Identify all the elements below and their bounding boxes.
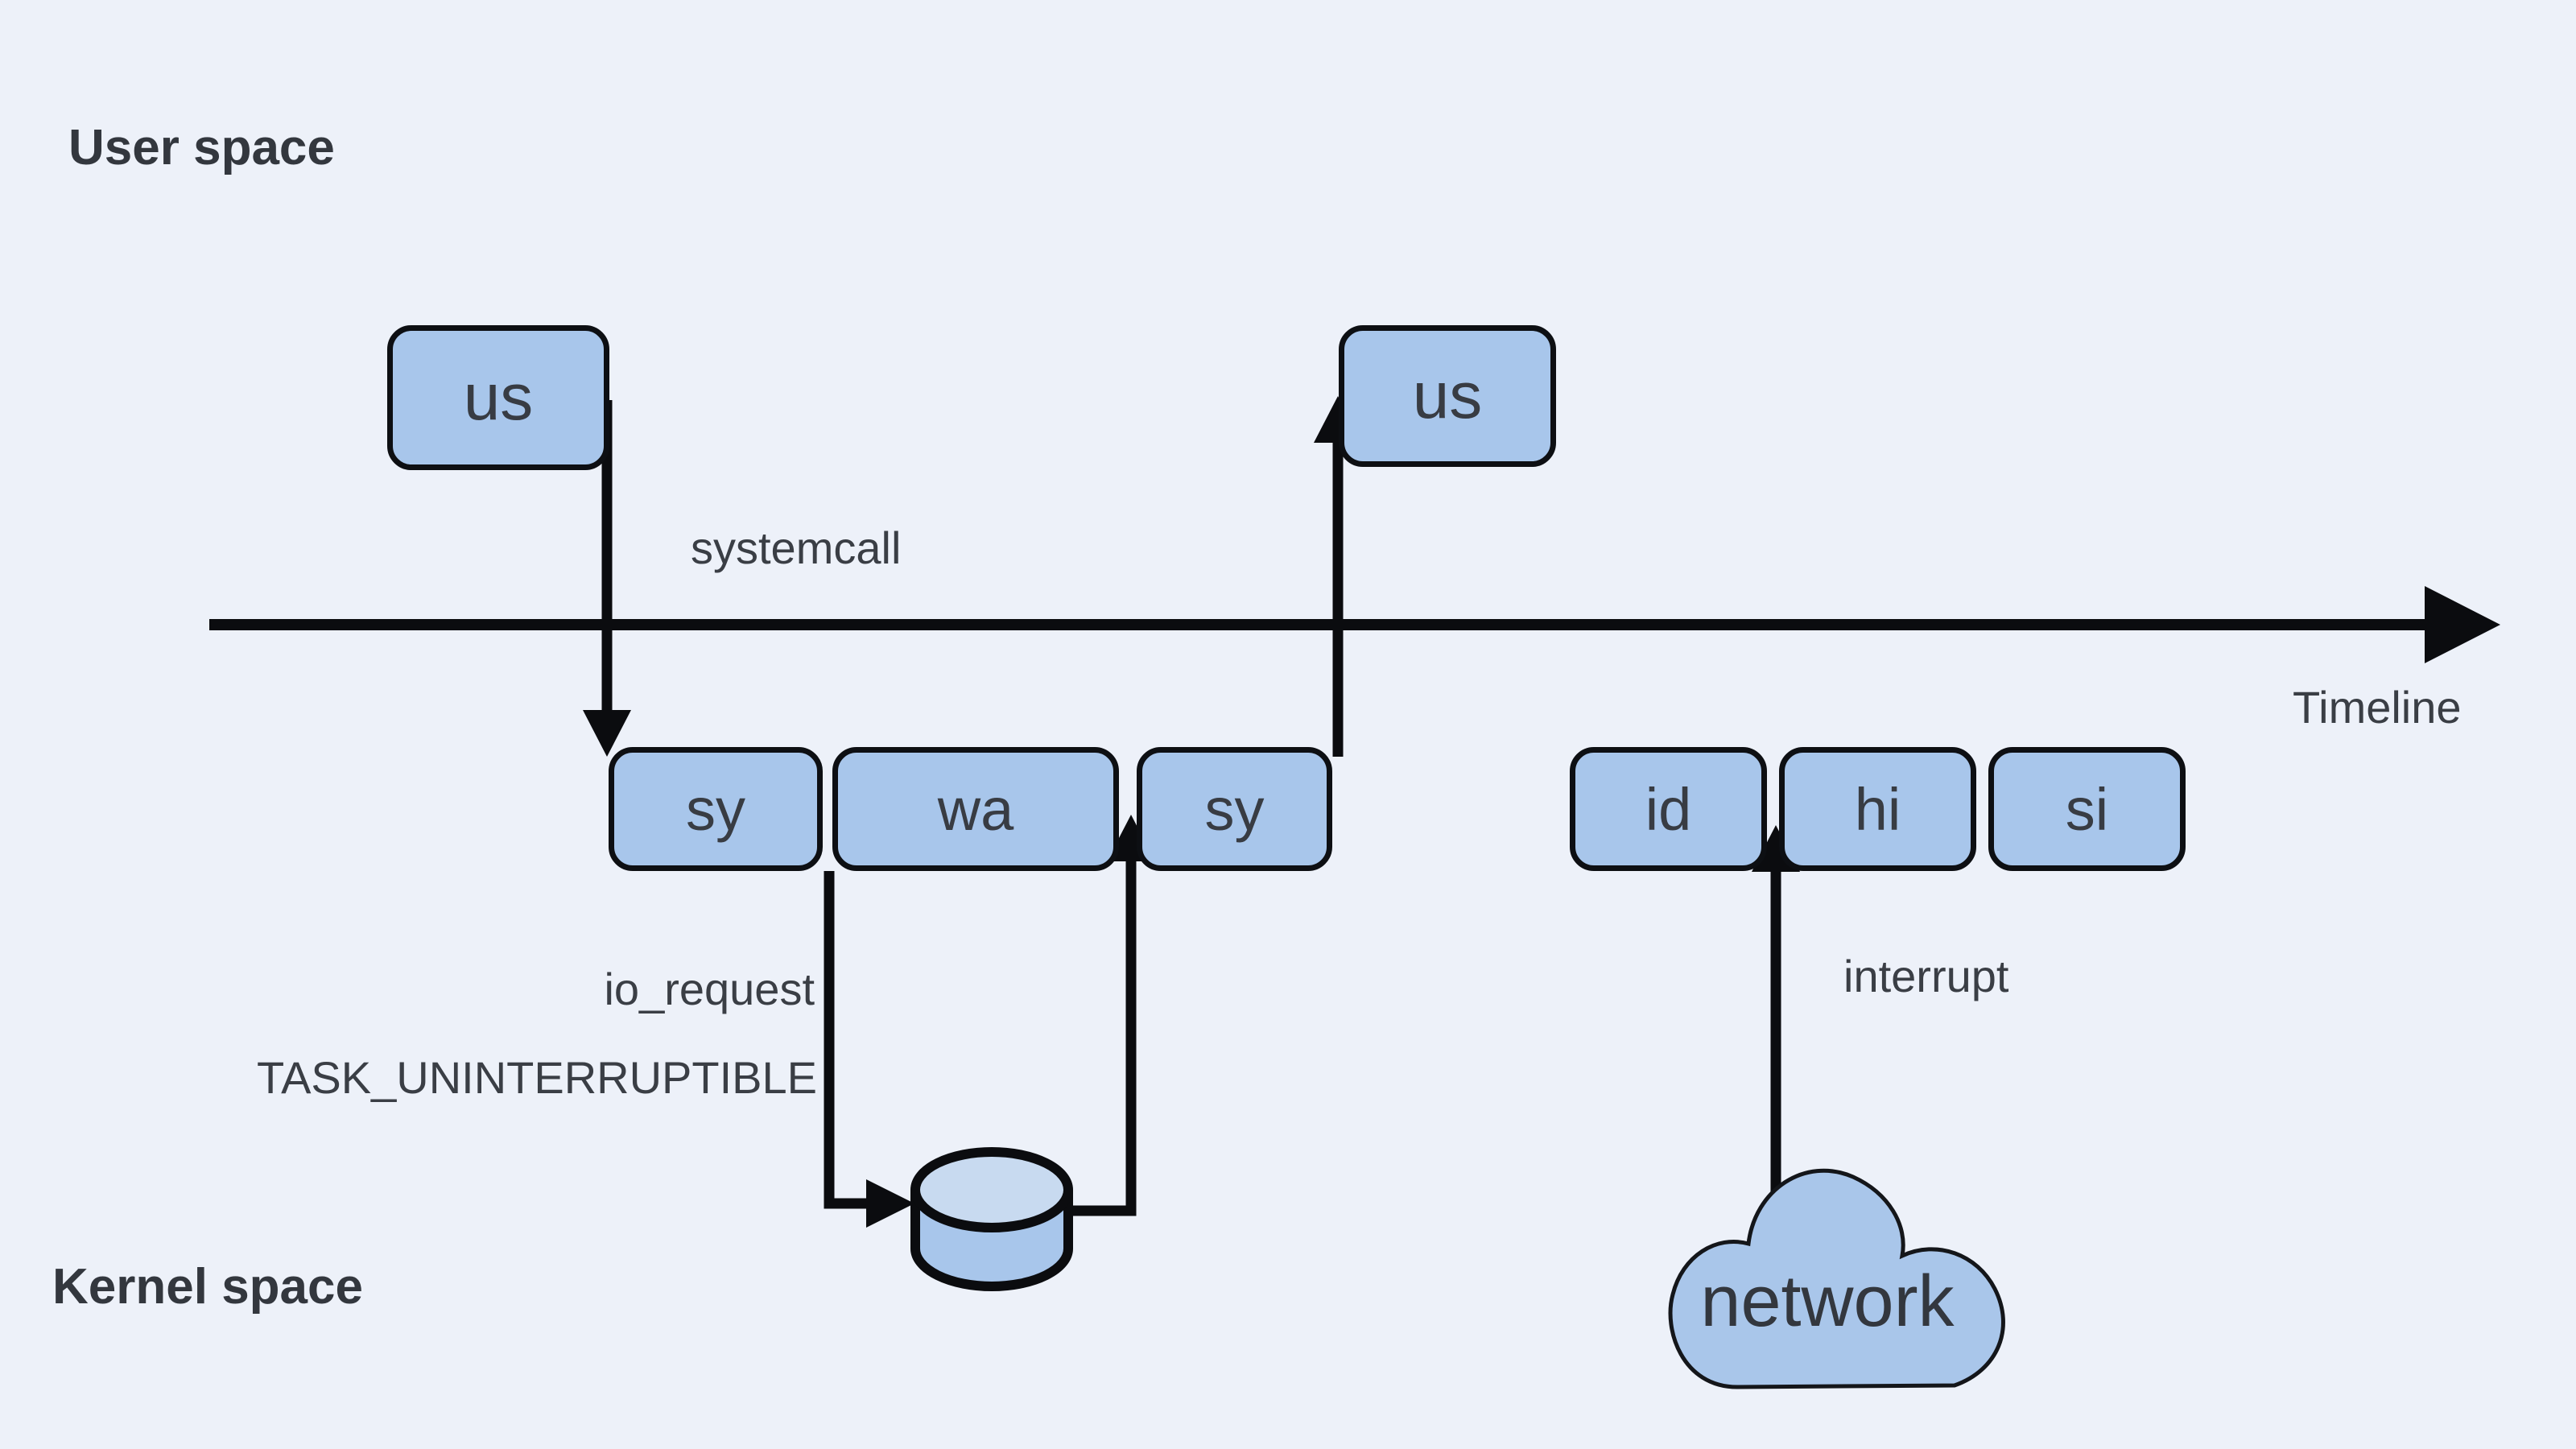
box-idle-label: id xyxy=(1645,775,1692,843)
systemcall-label: systemcall xyxy=(691,522,902,573)
box-soft-irq-label: si xyxy=(2065,775,2109,843)
user-space-label: User space xyxy=(68,120,335,175)
box-sys-enter: sy xyxy=(609,747,823,871)
disk-return-arrow-line xyxy=(1068,858,1137,1216)
io-request-arrow-line xyxy=(824,871,869,1209)
io-request-arrowhead-icon xyxy=(866,1179,914,1228)
box-hard-irq-label: hi xyxy=(1854,775,1901,843)
network-label: network xyxy=(1700,1261,1955,1342)
box-hard-irq: hi xyxy=(1779,747,1976,871)
timeline-label: Timeline xyxy=(2293,682,2462,733)
box-wait-label: wa xyxy=(937,775,1014,843)
box-wait: wa xyxy=(832,747,1119,871)
systemcall-arrowhead-icon xyxy=(583,710,631,757)
network-cloud-icon xyxy=(1668,1168,2005,1389)
box-idle: id xyxy=(1570,747,1767,871)
box-sys-enter-label: sy xyxy=(686,775,745,843)
kernel-space-label: Kernel space xyxy=(52,1259,363,1315)
task-uninterruptible-label: TASK_UNINTERRUPTIBLE xyxy=(257,1052,817,1103)
box-user-after-syscall: us xyxy=(1339,325,1556,467)
box-user-after-syscall-label: us xyxy=(1412,359,1483,432)
box-sys-return: sy xyxy=(1137,747,1332,871)
box-user-before-syscall: us xyxy=(387,325,609,470)
io-request-label: io_request xyxy=(604,964,815,1014)
box-user-before-syscall-label: us xyxy=(463,361,534,434)
timeline-arrowhead-icon xyxy=(2425,586,2500,663)
interrupt-label: interrupt xyxy=(1843,951,2009,1001)
box-sys-return-label: sy xyxy=(1204,775,1265,843)
box-soft-irq: si xyxy=(1988,747,2186,871)
disk-database-icon xyxy=(910,1147,1073,1291)
